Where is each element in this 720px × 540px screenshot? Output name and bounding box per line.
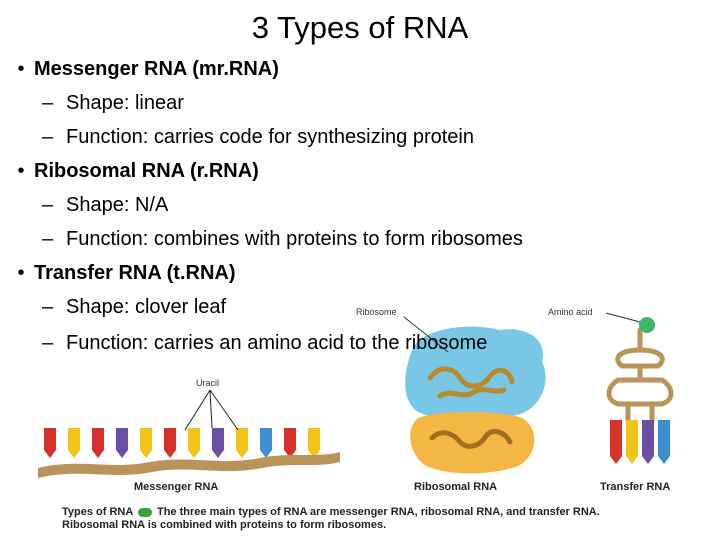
mrna-base	[92, 428, 104, 458]
mrna-base	[164, 428, 176, 458]
mrna-base	[140, 428, 152, 458]
trna-base	[658, 420, 670, 464]
sub-marker: –	[42, 228, 54, 250]
figure-caption: Types of RNA The three main types of RNA…	[62, 506, 622, 532]
sub-marker: –	[42, 296, 54, 318]
uracil-label: Uracil	[196, 378, 220, 388]
bullet-marker: •	[17, 58, 25, 80]
amino-acid-label: Amino acid	[548, 307, 593, 317]
caption-title: Types of RNA	[62, 506, 133, 518]
ribosomal-rna-label: Ribosomal RNA	[414, 481, 498, 493]
messenger-rna-label: Messenger RNA	[134, 481, 219, 493]
mrna-base	[260, 428, 272, 458]
mrna-base	[188, 428, 200, 458]
messenger-rna-strand	[38, 389, 340, 478]
sub-marker: –	[42, 332, 54, 354]
mrna-base	[116, 428, 128, 458]
transfer-shape: –Shape: clover leaf	[42, 296, 227, 318]
arrow-icon	[137, 507, 152, 517]
mrna-base	[212, 428, 224, 458]
mrna-backbone	[38, 452, 340, 478]
caption-text: The three main types of RNA are messenge…	[62, 506, 600, 531]
ribosome-label: Ribosome	[356, 307, 397, 317]
slide-title: 3 Types of RNA	[251, 10, 469, 45]
bullet-messenger-rna: •Messenger RNA (mr.RNA)	[8, 56, 278, 82]
ribosomal-shape: –Shape: N/A	[42, 194, 169, 216]
mrna-base	[44, 428, 56, 458]
bullet-ribosomal-rna: •Ribosomal RNA (r.RNA)	[8, 158, 258, 184]
messenger-function: –Function: carries code for synthesizing…	[42, 126, 474, 148]
ribosome-shape	[403, 316, 546, 474]
mrna-base	[236, 428, 248, 458]
messenger-shape: –Shape: linear	[42, 92, 184, 114]
ribosomal-function: –Function: combines with proteins to for…	[42, 228, 523, 250]
mrna-base	[308, 428, 320, 458]
transfer-function: –Function: carries an amino acid to the …	[42, 332, 488, 354]
bullet-transfer-rna: •Transfer RNA (t.RNA)	[8, 260, 235, 286]
bullet-marker: •	[17, 160, 25, 182]
trna-base	[610, 420, 622, 464]
mrna-base	[68, 428, 80, 458]
sub-marker: –	[42, 92, 54, 114]
trna-base	[626, 420, 638, 464]
bullet-marker: •	[17, 262, 25, 284]
mrna-base	[284, 428, 296, 458]
sub-marker: –	[42, 126, 54, 148]
trna-base	[642, 420, 654, 464]
sub-marker: –	[42, 194, 54, 216]
transfer-rna-label: Transfer RNA	[600, 481, 671, 493]
transfer-rna-shape	[605, 312, 674, 464]
